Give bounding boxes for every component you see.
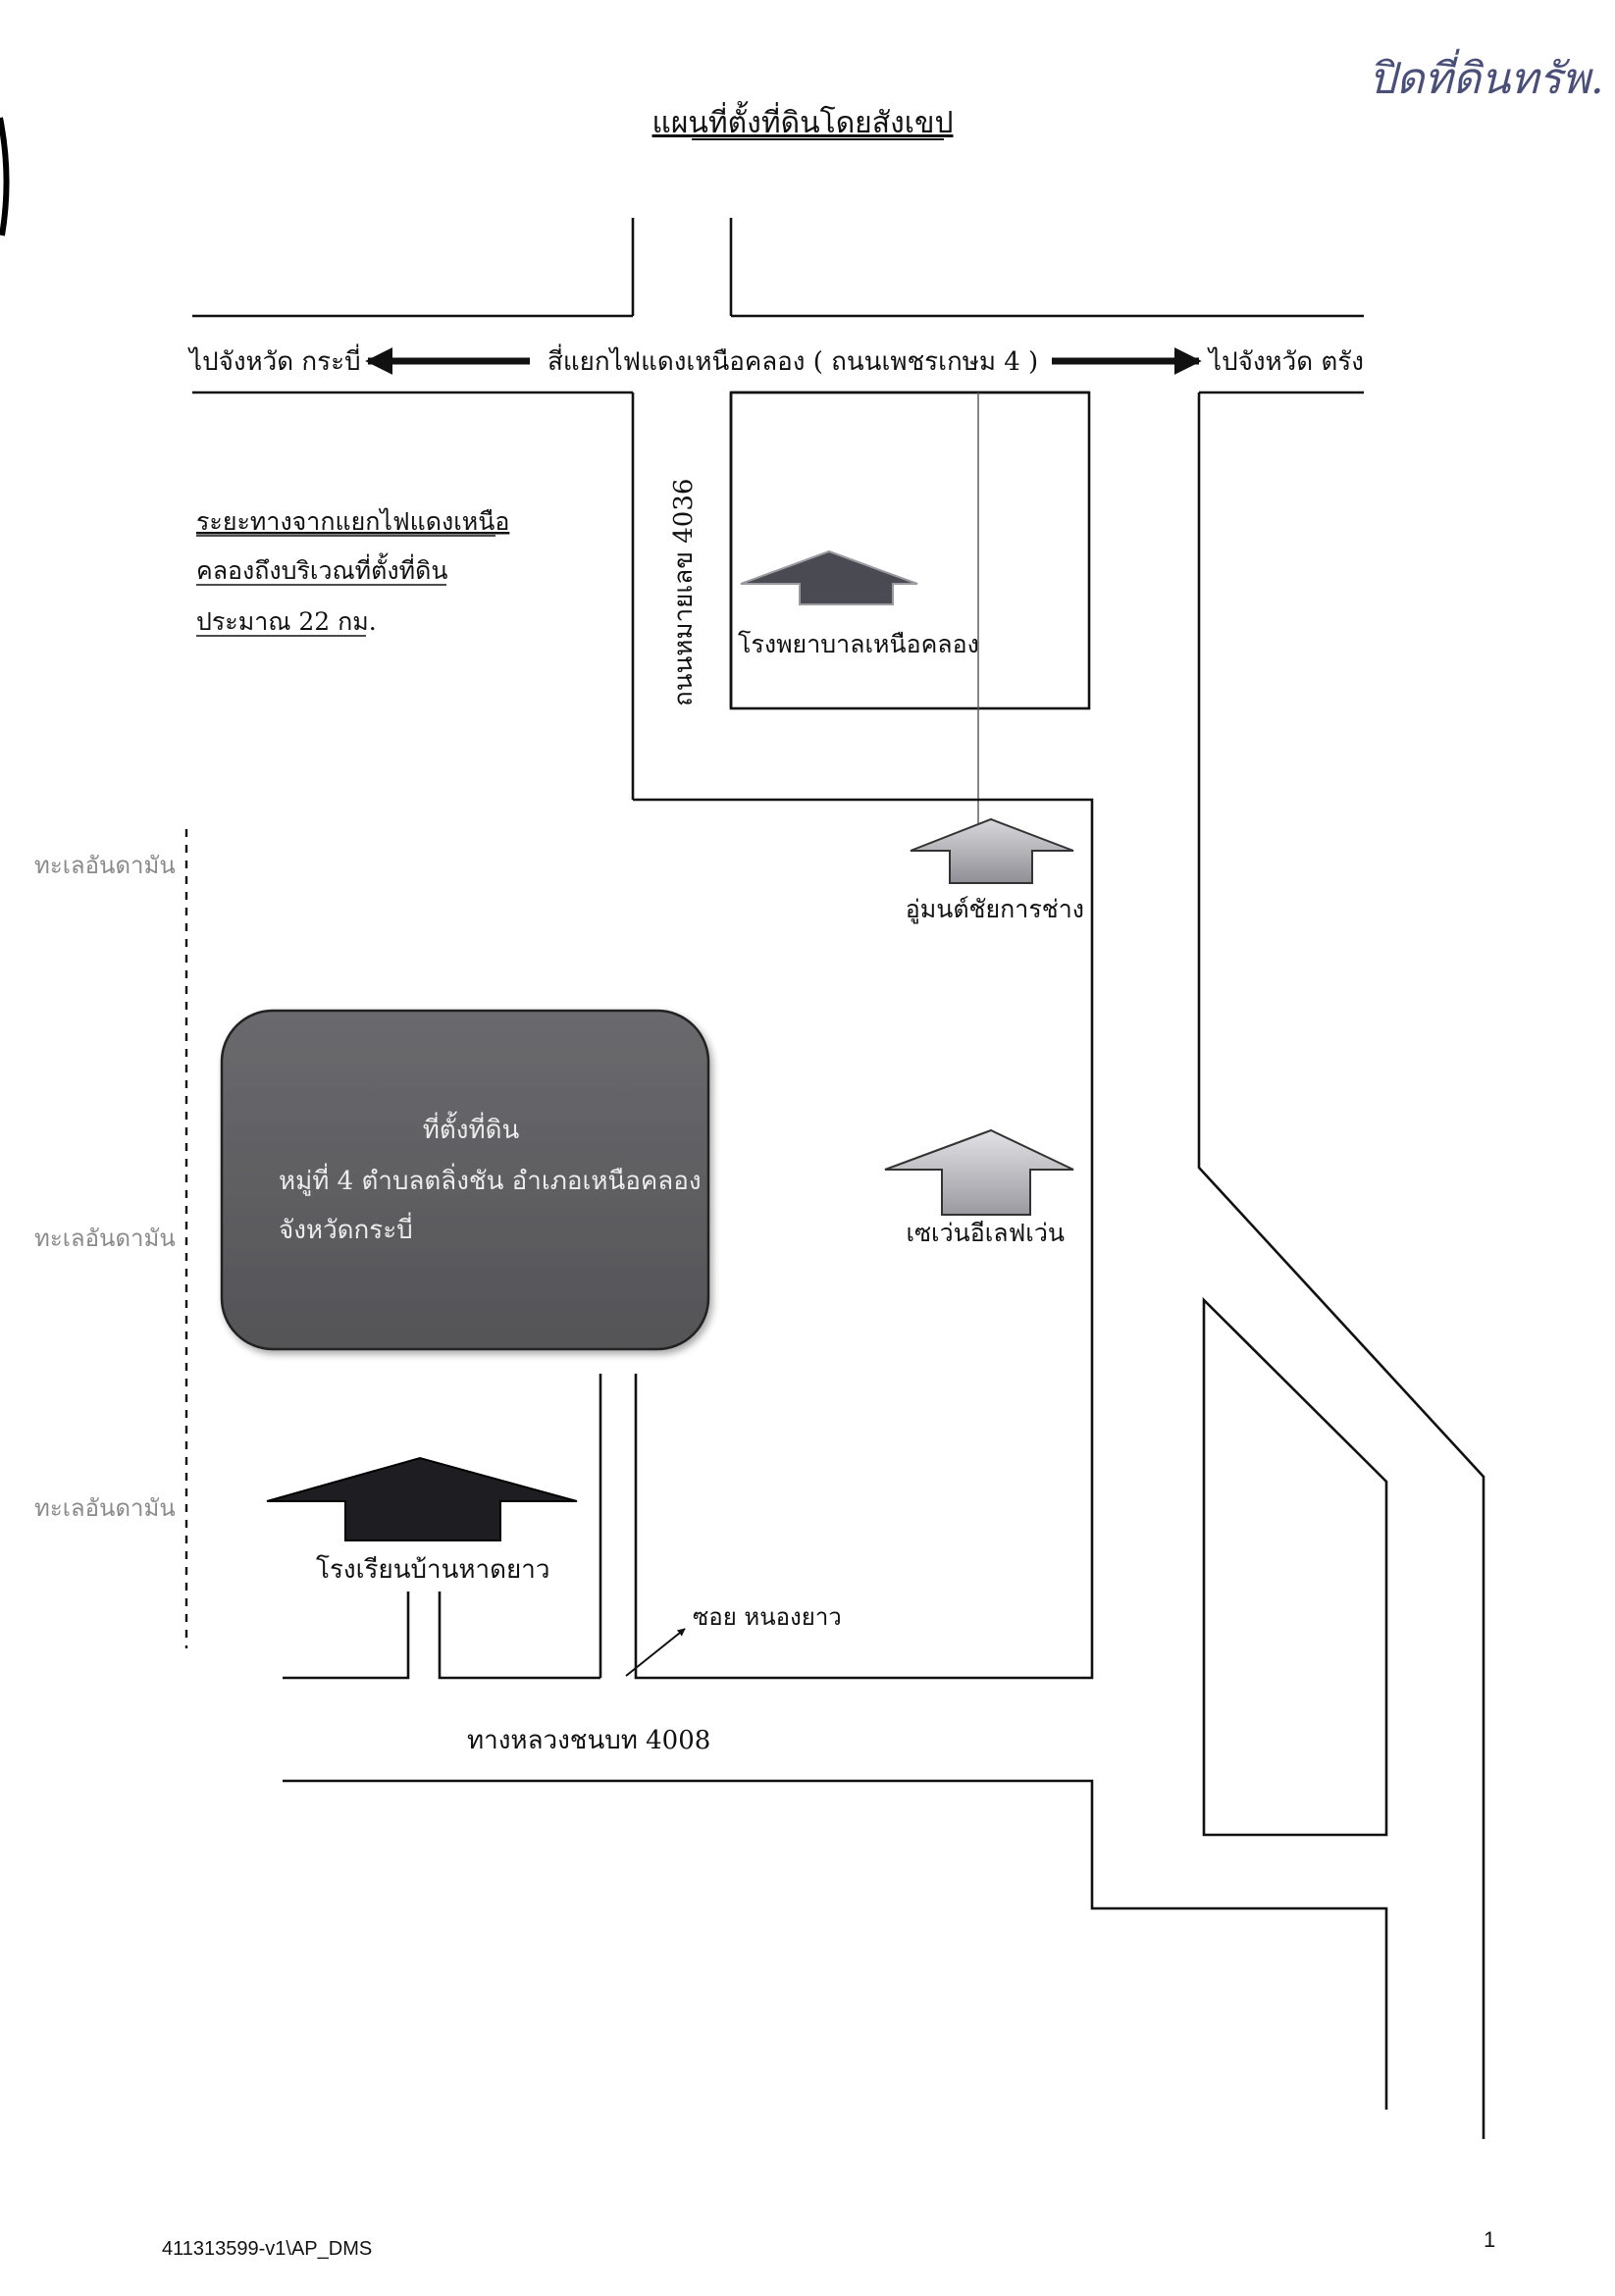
land-plot-title: ที่ตั้งที่ดิน bbox=[423, 1111, 520, 1145]
land-plot-address-line2: จังหวัดกระบี่ bbox=[279, 1212, 413, 1245]
handwritten-note: ปิดที่ดินทรัพ. bbox=[1369, 48, 1604, 104]
binding-edge-mark bbox=[0, 117, 10, 236]
school-road-right bbox=[438, 1592, 600, 1680]
label-to-trang: ไปจังหวัด ตรัง bbox=[1207, 346, 1364, 377]
seven-eleven-house-icon bbox=[884, 1128, 1074, 1216]
hospital-house-icon bbox=[740, 549, 918, 605]
land-plot-shape bbox=[220, 1009, 710, 1351]
east-road-island bbox=[1202, 1296, 1388, 1837]
seven-eleven-landmark: เซเว่นอีเลฟเว่น bbox=[884, 1128, 1074, 1247]
rural-road-4008-south-edge bbox=[283, 1779, 1388, 2110]
seven-eleven-label: เซเว่นอีเลฟเว่น bbox=[907, 1219, 1065, 1247]
soi-arrow bbox=[625, 1628, 686, 1677]
garage-landmark: อู่มนต์ชัยการช่าง bbox=[906, 817, 1084, 924]
distance-note: ระยะทางจากแยกไฟแดงเหนือ คลองถึงบริเวณที่… bbox=[196, 507, 509, 637]
commercial-block bbox=[633, 798, 1094, 1680]
garage-house-icon bbox=[910, 817, 1074, 884]
label-main-road: สี่แยกไฟแดงเหนือคลอง ( ถนนเพชรเกษม 4 ) bbox=[547, 343, 1038, 377]
label-highway-4036: ถนนหมายเลข 4036 bbox=[669, 479, 699, 706]
garage-label: อู่มนต์ชัยการช่าง bbox=[906, 895, 1084, 924]
school-landmark: โรงเรียนบ้านหาดยาว bbox=[266, 1456, 578, 1585]
hospital-label: โรงพยาบาลเหนือคลอง bbox=[738, 630, 979, 658]
sea-label-2: ทะเลอันดามัน bbox=[34, 1225, 176, 1252]
label-to-krabi: ไปจังหวัด กระบี่ bbox=[187, 343, 361, 377]
page-title: แผนที่ตั้งที่ดินโดยสังเขป bbox=[651, 101, 953, 140]
doc-reference: 411313599-v1\AP_DMS bbox=[162, 2238, 372, 2260]
distance-note-line2: คลองถึงบริเวณที่ตั้งที่ดิน bbox=[196, 552, 447, 585]
sea-label-1: ทะเลอันดามัน bbox=[34, 852, 176, 879]
soi-label-group: ซอย หนองยาว bbox=[625, 1603, 842, 1677]
land-plot: ที่ตั้งที่ดิน หมู่ที่ 4 ตำบลตลิ่งชัน อำเ… bbox=[220, 1009, 710, 1351]
sea-label-3: ทะเลอันดามัน bbox=[34, 1494, 176, 1522]
soi-label: ซอย หนองยาว bbox=[693, 1603, 842, 1631]
road-network bbox=[192, 218, 1485, 2139]
east-road-outer-edge bbox=[1197, 392, 1485, 2139]
school-label: โรงเรียนบ้านหาดยาว bbox=[316, 1554, 549, 1585]
distance-note-line1: ระยะทางจากแยกไฟแดงเหนือ bbox=[196, 507, 509, 536]
school-house-icon bbox=[266, 1456, 578, 1541]
distance-note-line3: ประมาณ 22 กม. bbox=[196, 607, 377, 636]
hospital-landmark: โรงพยาบาลเหนือคลอง bbox=[738, 549, 979, 658]
land-plot-address-line1: หมู่ที่ 4 ตำบลตลิ่งชัน อำเภอเหนือคลอง bbox=[279, 1163, 702, 1196]
page-number: 1 bbox=[1484, 2227, 1495, 2252]
hospital-block bbox=[729, 391, 1091, 710]
label-rural-road-4008: ทางหลวงชนบท 4008 bbox=[467, 1726, 710, 1755]
school-road-left bbox=[283, 1592, 410, 1680]
